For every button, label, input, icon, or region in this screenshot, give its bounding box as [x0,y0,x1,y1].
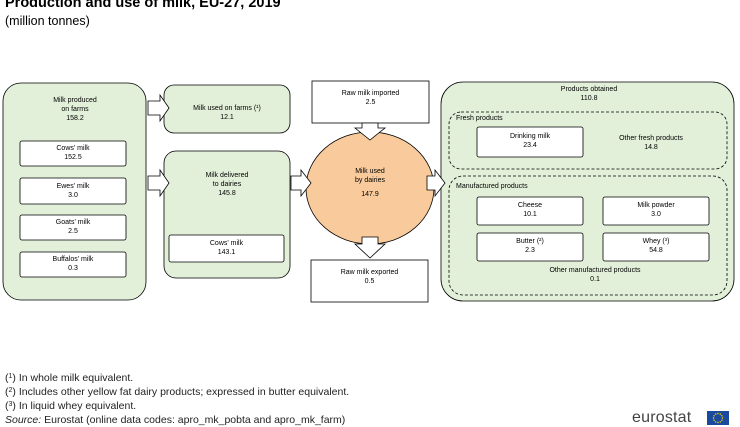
goats-milk-box [19,214,127,241]
page-subtitle: (million tonnes) [5,14,90,28]
buffalos-milk-box [19,251,127,278]
fresh-products-label: Fresh products [456,115,503,122]
whey-label: Whey (³) 54.8 [642,238,670,254]
raw-milk-imported-box [311,80,430,124]
butter-box [476,232,584,262]
drinking-milk-box [476,126,584,158]
manufactured-products-label: Manufactured products [456,183,528,190]
fresh-products-group [448,111,728,170]
other-fresh-products-label: Other fresh products 14.8 [619,135,683,151]
raw-milk-imported-label: Raw milk imported 2.5 [341,90,400,106]
arrow-imported-down [353,122,387,141]
delivered-cows-milk-box [168,234,285,263]
ewes-milk-box [19,177,127,205]
footnote-2: (2) Includes other yellow fat dairy prod… [5,386,350,398]
arrow-to-delivered [147,168,170,198]
delivered-cows-milk-label: Cows' milk 143.1 [209,240,244,256]
other-manufactured-label: Other manufactured products 0.1 [549,267,641,283]
goats-milk-label: Goats' milk 2.5 [55,219,91,235]
cows-milk-label: Cows' milk 152.5 [56,145,90,161]
raw-milk-exported-label: Raw milk exported 0.5 [340,269,399,285]
arrow-to-dairies [290,168,312,198]
cheese-box [476,196,584,226]
source-note: Source: Eurostat (online data codes: apr… [5,414,346,426]
ewes-milk-label: Ewes' milk 3.0 [56,183,90,199]
milk-powder-label: Milk powder 3.0 [637,202,675,218]
milk-delivered-label: Milk delivered to dairies 145.8 [205,172,249,197]
arrow-exported-down [353,236,387,259]
milk-used-by-dairies-label: Milk used by dairies 147.9 [355,168,385,198]
eurostat-logo: eurostat [632,409,692,426]
milk-used-on-farms-label: Milk used on farms (¹) 12.1 [193,105,261,121]
eu-flag-icon [707,411,729,425]
raw-milk-exported-box [310,259,429,303]
products-obtained-label: Products obtained 110.8 [560,86,618,102]
cows-milk-box [19,140,127,167]
cheese-label: Cheese 10.1 [517,202,543,218]
arrow-to-farms-use [147,93,170,123]
milk-produced-label: Milk produced on farms 158.2 [53,97,97,122]
manufactured-products-group [448,175,728,296]
footnote-3: (3) In liquid whey equivalent. [5,400,137,412]
butter-label: Butter (²) 2.3 [516,238,544,254]
arrow-to-products [426,168,446,198]
milk-powder-box [602,196,710,226]
whey-box [602,232,710,262]
page-title: Production and use of milk, EU-27, 2019 [5,0,281,11]
buffalos-milk-label: Buffalos' milk 0.3 [52,256,94,272]
footnote-1: (1) In whole milk equivalent. [5,372,134,384]
drinking-milk-label: Drinking milk 23.4 [509,133,551,149]
